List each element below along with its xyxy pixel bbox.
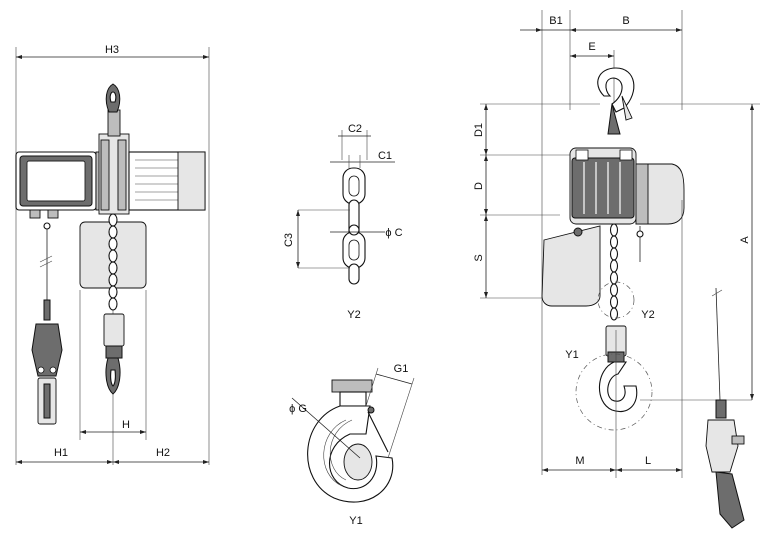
dim-label-h2: H2 (156, 447, 170, 459)
dim-label-h3: H3 (105, 44, 119, 56)
detail-label-y1-right: Y1 (565, 349, 578, 361)
dim-label-b: B (622, 15, 629, 27)
dim-label-e: E (588, 41, 595, 53)
dim-label-c2: C2 (348, 123, 362, 135)
front-chain (108, 213, 118, 311)
side-chain (609, 223, 619, 321)
detail-label-y2-right: Y2 (641, 309, 654, 321)
dim-label-s: S (473, 254, 485, 261)
dim-label-c1: C1 (378, 150, 392, 162)
dim-label-h1: H1 (54, 447, 68, 459)
dim-label-m: M (575, 455, 584, 467)
dim-label-d: D (473, 182, 485, 190)
dim-label-phi-c: ϕ C (385, 227, 402, 239)
side-view: B1 B E D1 D S (473, 10, 760, 529)
dim-label-b1: B1 (549, 15, 562, 27)
dim-label-a: A (739, 236, 751, 244)
chain-detail-y2: C2 C1 C3 ϕ C Y2 (283, 123, 403, 321)
hook-detail-y1: ϕ G G1 Y1 (289, 363, 415, 527)
dim-label-phi-g: ϕ G (289, 403, 307, 415)
dim-label-l: L (645, 455, 651, 467)
dim-label-c3: C3 (283, 233, 295, 247)
detail-label-y2-left: Y2 (347, 309, 360, 321)
dim-label-g1: G1 (394, 363, 409, 375)
dim-label-d1: D1 (473, 123, 485, 137)
dim-label-h: H (122, 419, 130, 431)
front-view: H3 (15, 44, 210, 465)
detail-label-y1-left: Y1 (349, 515, 362, 527)
